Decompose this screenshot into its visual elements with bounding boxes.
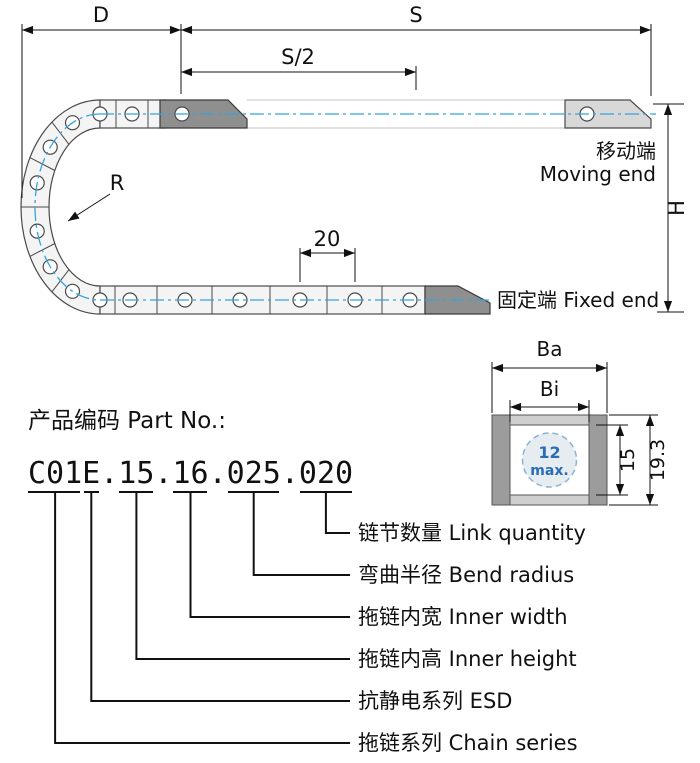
- breakdown-label-inner-width: 拖链内宽 Inner width: [358, 605, 568, 629]
- breakdown-label-esd: 抗静电系列 ESD: [358, 689, 512, 713]
- moving-end-label-cn: 移动端: [596, 139, 656, 163]
- dimension-s: S: [181, 3, 652, 96]
- part-no-connectors: [28, 491, 352, 744]
- dimension-inner-height: 15: [596, 424, 639, 496]
- max-cable-circle: [521, 432, 578, 488]
- dimension-bi: Bi: [509, 377, 590, 422]
- part-no-heading: 产品编码 Part No.:: [28, 408, 226, 434]
- dimension-ba: Ba: [491, 337, 608, 413]
- breakdown-label-link-quantity: 链节数量 Link quantity: [358, 521, 586, 545]
- dim-label-s: S: [409, 3, 422, 27]
- dim-label-h: H: [665, 200, 689, 216]
- dim-label-inner-height: 15: [617, 448, 639, 472]
- dimension-h: H: [653, 103, 689, 313]
- dim-label-r: R: [110, 171, 125, 195]
- moving-end-label-en: Moving end: [540, 162, 656, 186]
- dimension-r: R: [67, 171, 125, 222]
- breakdown-label-bend-radius: 弯曲半径 Bend radius: [358, 563, 574, 587]
- phantom-chain-outline: [247, 99, 565, 129]
- chain-link-holes: [29, 106, 595, 308]
- dim-label-d: D: [93, 3, 109, 27]
- centerlines: [34, 113, 656, 301]
- dimension-s-half: S/2: [181, 45, 417, 90]
- part-no-code: C01E.15.16.025.020: [28, 456, 353, 491]
- dimension-pitch: 20: [299, 227, 356, 282]
- cross-section: 12 max. Ba Bi 15 19.3: [491, 337, 669, 506]
- max-cable-suffix: max.: [530, 463, 568, 479]
- max-cable-diameter: 12: [538, 443, 560, 462]
- fixed-end-label: 固定端 Fixed end: [497, 288, 659, 312]
- breakdown-label-chain-series: 拖链系列 Chain series: [358, 731, 578, 755]
- dimension-outer-height: 19.3: [609, 414, 669, 506]
- dim-label-pitch: 20: [314, 227, 341, 251]
- dim-label-ba: Ba: [537, 337, 563, 361]
- dimension-d: D: [21, 3, 182, 198]
- chain-body: [20, 99, 426, 315]
- part-no-breakdown-labels: 链节数量 Link quantity 弯曲半径 Bend radius 拖链内宽…: [358, 521, 586, 755]
- dim-label-outer-height: 19.3: [647, 439, 669, 481]
- dim-label-s-half: S/2: [281, 45, 315, 69]
- dim-label-bi: Bi: [540, 377, 559, 401]
- breakdown-label-inner-height: 拖链内高 Inner height: [358, 647, 577, 671]
